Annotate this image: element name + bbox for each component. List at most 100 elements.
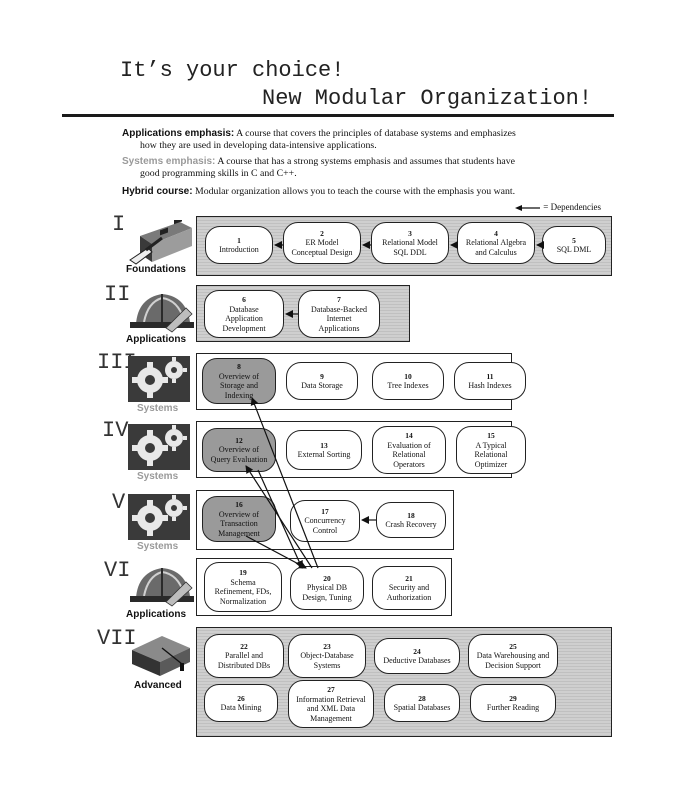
chapter-number: 3 xyxy=(408,228,412,238)
part-numeral-5: V xyxy=(112,490,126,515)
chapter-name: Parallel and Distributed DBs xyxy=(217,651,271,670)
applications-emphasis-text: Applications emphasis: A course that cov… xyxy=(122,128,602,152)
chapter-name: A Typical Relational Optimizer xyxy=(474,440,508,469)
dependencies-legend: = Dependencies xyxy=(515,202,601,212)
applications-emphasis-body-1: A course that covers the principles of d… xyxy=(236,128,516,139)
chapter-number: 16 xyxy=(235,500,243,509)
applications-emphasis-body-2: how they are used in developing data-int… xyxy=(140,140,377,151)
gears-icon xyxy=(128,356,190,402)
chapter-name: ER Model Conceptual Design xyxy=(291,238,353,257)
chapter-name: Introduction xyxy=(219,245,259,254)
chapter-number: 1 xyxy=(237,235,241,245)
chapter-name: Relational Algebra and Calculus xyxy=(465,238,527,257)
hybrid-course-body: Modular organization allows you to teach… xyxy=(195,186,516,197)
gears-icon xyxy=(128,494,190,540)
chapter-name: Overview of Transaction Management xyxy=(218,509,260,538)
left-arrow-icon xyxy=(515,204,540,211)
chapter-name: Spatial Databases xyxy=(393,703,451,712)
part-label-systems: Systems xyxy=(137,403,179,414)
chapter-number: 26 xyxy=(237,693,245,703)
chapter-number: 9 xyxy=(320,371,324,381)
applications-emphasis-lead: Applications emphasis: xyxy=(122,128,235,139)
systems-emphasis-text: Systems emphasis: A course that has a st… xyxy=(122,156,602,180)
chapter-number: 27 xyxy=(327,685,335,694)
hybrid-course-lead: Hybrid course: xyxy=(122,186,193,197)
chapter-name: SQL DML xyxy=(556,245,592,254)
chapter-number: 18 xyxy=(407,510,415,520)
hardhat-icon xyxy=(130,294,194,333)
hybrid-course-text: Hybrid course: Modular organization allo… xyxy=(122,186,602,198)
chapter-number: 23 xyxy=(323,641,331,651)
chapter-name: Further Reading xyxy=(486,703,540,712)
part-numeral-2: II xyxy=(104,282,131,307)
chapter-name: Hash Indexes xyxy=(468,381,512,390)
chapter-name: Evaluation of Relational Operators xyxy=(387,440,431,469)
chapter-name: Security and Authorization xyxy=(386,583,432,602)
chapter-name: Overview of Storage and Indexing xyxy=(218,371,260,400)
part-label-systems: Systems xyxy=(137,541,179,552)
systems-emphasis-body-2: good programming skills in C and C++. xyxy=(140,168,297,179)
chapter-name: Deductive Databases xyxy=(383,656,451,665)
chapter-number: 24 xyxy=(413,646,421,656)
part-numeral-6: VI xyxy=(104,558,131,583)
chapter-name: External Sorting xyxy=(297,450,351,459)
part-numeral-1: I xyxy=(112,212,126,237)
chapter-name: Data Mining xyxy=(220,703,262,712)
chapter-number: 28 xyxy=(418,693,426,703)
chapter-name: Physical DB Design, Tuning xyxy=(302,583,352,602)
chapter-number: 7 xyxy=(337,295,341,304)
part-label-advanced: Advanced xyxy=(134,680,182,691)
chapter-name: Crash Recovery xyxy=(385,520,437,529)
part-label-systems: Systems xyxy=(137,471,179,482)
chapter-number: 29 xyxy=(509,693,517,703)
title-line-2: New Modular Organization! xyxy=(262,86,593,111)
hardhat-icon xyxy=(130,568,194,607)
chapter-number: 25 xyxy=(509,641,517,651)
chapter-number: 21 xyxy=(405,573,413,583)
part-label-foundations: Foundations xyxy=(126,264,186,275)
chapter-name: Data Storage xyxy=(301,381,343,390)
chapter-number: 8 xyxy=(237,362,241,371)
chapter-number: 6 xyxy=(242,295,246,304)
chapter-number: 2 xyxy=(320,228,324,238)
systems-emphasis-lead: Systems emphasis: xyxy=(122,156,216,167)
title-line-1: It’s your choice! xyxy=(120,58,345,83)
part-numeral-7: VII xyxy=(97,626,137,651)
chapter-number: 15 xyxy=(487,431,495,440)
gears-icon xyxy=(128,424,190,470)
chapter-number: 4 xyxy=(494,228,498,238)
chapter-name: Object-Database Systems xyxy=(300,651,354,670)
part-label-applications: Applications xyxy=(126,334,187,345)
chapter-name: Concurrency Control xyxy=(304,516,346,535)
chapter-number: 17 xyxy=(321,506,329,516)
chapter-name: Database-Backed Internet Applications xyxy=(311,304,367,333)
chapter-number: 20 xyxy=(323,573,331,583)
chapter-number: 11 xyxy=(486,371,494,381)
chapter-number: 13 xyxy=(320,440,328,450)
chapter-number: 5 xyxy=(572,235,576,245)
chapter-name: Data Warehousing and Decision Support xyxy=(476,651,550,670)
